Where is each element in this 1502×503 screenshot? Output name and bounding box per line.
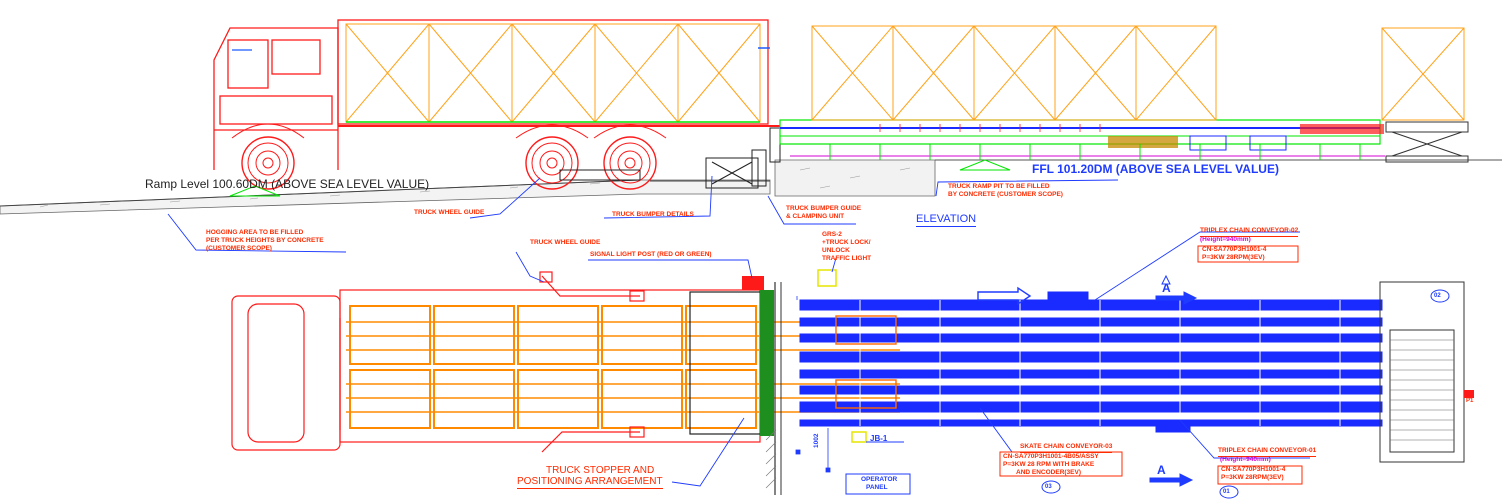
truck-cab-elevation <box>213 27 339 170</box>
truck-body-elevation <box>337 19 780 127</box>
conveyor-03-spec-line3: AND ENCODER(3EV) <box>1016 469 1082 476</box>
flow-arrows <box>977 274 1198 487</box>
tag-circles <box>1041 289 1450 499</box>
bumper-unit-elevation <box>559 127 781 189</box>
tag-03: 03 <box>1045 484 1052 490</box>
conveyor-drive-plan <box>835 315 897 409</box>
truck-body-plan <box>339 289 761 443</box>
pallet-tag: P1 <box>1466 398 1474 404</box>
conveyor-02-spec-line2: P=3KW 28RPM(3EV) <box>1202 254 1265 261</box>
grs-label-line1: GRS-2 <box>822 231 842 238</box>
wheel-guides-plan <box>539 271 645 453</box>
bumper-guide-label-line2: & CLAMPING UNIT <box>786 213 845 220</box>
elevation-wheel-guide-label: TRUCK WHEEL GUIDE <box>414 209 485 216</box>
truck-wheels <box>231 123 667 190</box>
conveyor-01-spec-line1: CN-SA770P3H1001-4 <box>1221 466 1286 473</box>
ffl-level-label: FFL 101.20DM (ABOVE SEA LEVEL VALUE) <box>1032 162 1279 176</box>
section-a-top: A <box>1162 281 1171 295</box>
grs-label-line4: TRAFFIC LIGHT <box>822 255 872 262</box>
conveyor-03-spec-line1: CN-SA770P3H1001-4B05/ASSY <box>1003 453 1099 460</box>
ramp-pit-note-line1: TRUCK RAMP PIT TO BE FILLED <box>948 183 1050 190</box>
operator-panel-line2: PANEL <box>866 484 888 491</box>
stopper-label-line1: TRUCK STOPPER AND <box>546 465 655 476</box>
leader-lines <box>167 175 1310 487</box>
bumper-details-label: TRUCK BUMPER DETAILS <box>612 211 694 218</box>
lift-table-elevation <box>1385 121 1469 163</box>
dimension-1002: 1002 <box>813 433 820 448</box>
truck-crates-plan <box>349 305 757 429</box>
jb-1-label: JB-1 <box>870 434 888 443</box>
truck-cab-plan <box>231 295 341 451</box>
yellow-markers <box>817 269 867 443</box>
transfer-table-plan <box>1379 281 1474 463</box>
section-a-bottom: A <box>1157 463 1166 477</box>
conveyor-02-spec-line1: CN-SA770P3H1001-4 <box>1202 246 1267 253</box>
conveyor-01-title: TRIPLEX CHAIN CONVEYOR-01 <box>1218 447 1317 457</box>
tag-02: 02 <box>1434 293 1441 299</box>
grs-label-line3: UNLOCK <box>822 247 850 254</box>
grs-label-line2: +TRUCK LOCK/ <box>822 239 871 246</box>
elevation-title: ELEVATION <box>916 213 977 227</box>
hogging-note-line1: HOGGING AREA TO BE FILLED <box>206 229 304 236</box>
plan-wheel-guide-label: TRUCK WHEEL GUIDE <box>530 239 601 246</box>
conveyor-01-spec-line2: P=3KW 28RPM(3EV) <box>1221 474 1284 481</box>
tag-01: 01 <box>1223 489 1230 495</box>
signal-light-label: SIGNAL LIGHT POST (RED OR GREEN) <box>590 251 712 258</box>
stopper-label-line2: POSITIONING ARRANGEMENT <box>517 476 663 489</box>
operator-panel-box <box>845 473 911 495</box>
conveyor-03-spec-line2: P=3KW 28 RPM WITH BRAKE <box>1003 461 1095 468</box>
ramp-pit-note-line2: BY CONCRETE (CUSTOMER SCOPE) <box>948 191 1063 198</box>
conveyor-crates-elevation <box>811 25 1465 121</box>
hogging-note-line3: (CUSTOMER SCOPE) <box>206 245 272 252</box>
stopper-plan <box>689 276 782 495</box>
conveyor-01-height: (Height=940mm) <box>1220 456 1271 463</box>
conveyor-03-title: SKATE CHAIN CONVEYOR-03 <box>1020 443 1113 453</box>
conveyor-02-title: TRIPLEX CHAIN CONVEYOR-02 <box>1200 227 1299 237</box>
hogging-note-line2: PER TRUCK HEIGHTS BY CONCRETE <box>206 237 324 244</box>
conveyor-lines-plan <box>799 291 1383 433</box>
dimension-line <box>795 296 831 473</box>
ramp-level-label: Ramp Level 100.60DM (ABOVE SEA LEVEL VAL… <box>145 177 430 191</box>
operator-panel-line1: OPERATOR <box>861 476 898 483</box>
bumper-guide-label-line1: TRUCK BUMPER GUIDE <box>786 205 862 212</box>
conveyor-02-height: (Height=940mm) <box>1200 236 1251 243</box>
